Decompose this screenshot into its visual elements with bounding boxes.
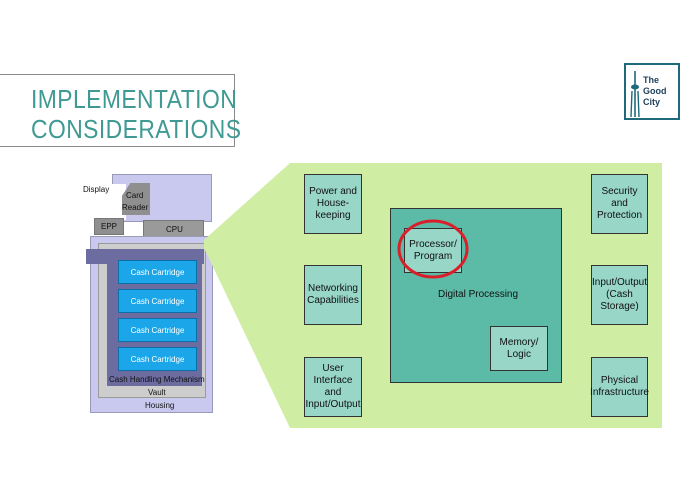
cash-cartridge-1: Cash Cartridge xyxy=(118,260,197,284)
tower-icon xyxy=(630,71,640,117)
module-processor-program: Processor/Program xyxy=(404,228,462,273)
cpu-label: CPU xyxy=(166,225,183,234)
mechanism-label: Cash Handling Mechanism xyxy=(109,375,205,384)
vault-label: Vault xyxy=(148,388,166,397)
epp-box xyxy=(94,218,124,235)
card-reader-label-2: Reader xyxy=(122,203,149,212)
title-line-1: IMPLEMENTATION xyxy=(31,84,238,114)
logo-text-2: Good xyxy=(643,86,667,96)
digital-processing-label: Digital Processing xyxy=(438,289,519,300)
housing-label: Housing xyxy=(145,401,175,410)
card-reader-label-1: Card xyxy=(126,191,144,200)
display-label: Display xyxy=(83,185,110,194)
highlight-circle xyxy=(397,219,469,279)
module-memory-logic: Memory/Logic xyxy=(490,326,548,371)
cash-cartridge-2: Cash Cartridge xyxy=(118,289,197,313)
logo-text-1: The xyxy=(643,75,660,85)
epp-label: EPP xyxy=(101,222,118,231)
logo-text-3: City xyxy=(643,97,661,107)
cash-cartridge-4: Cash Cartridge xyxy=(118,347,197,371)
title-line-2: CONSIDERATIONS xyxy=(31,114,242,144)
title-box: IMPLEMENTATION CONSIDERATIONS xyxy=(0,74,241,147)
cash-cartridge-3: Cash Cartridge xyxy=(118,318,197,342)
good-city-logo: The Good City xyxy=(624,63,680,120)
